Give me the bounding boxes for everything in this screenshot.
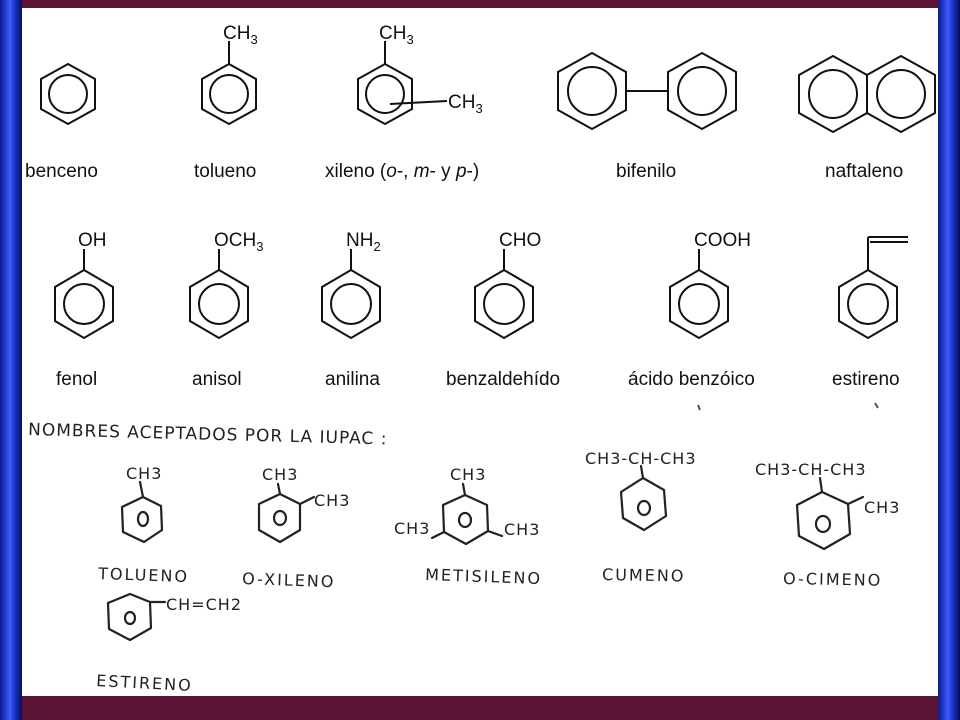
hw-toluene-group: CH3	[126, 464, 162, 483]
benzaldehyde-structure	[474, 249, 534, 340]
aniline-label: anilina	[325, 369, 380, 390]
hw-oxylene-label: O-XILENO	[242, 569, 336, 591]
aromatic-compounds-figure: benceno CH3 tolueno CH3 CH3 xileno (o-, …	[25, 23, 936, 695]
anisole-structure	[189, 249, 249, 340]
hw-styrene-structure	[106, 592, 167, 642]
toluene-structure	[201, 41, 257, 126]
hw-mesitylene-right-group: CH3	[504, 520, 540, 539]
biphenyl-label: bifenilo	[616, 161, 676, 182]
aniline-substituent: NH2	[346, 230, 381, 254]
left-blue-pillar	[0, 0, 22, 720]
hw-mesitylene-top-group: CH3	[450, 465, 486, 484]
hw-ocymene-top-group: CH3-CH-CH3	[755, 460, 867, 479]
hw-mesitylene-label: METISILENO	[425, 565, 542, 588]
styrene-structure	[838, 236, 908, 340]
naphthalene-structure	[798, 54, 936, 134]
naphthalene-label: naftaleno	[825, 161, 903, 182]
phenol-label: fenol	[56, 369, 97, 390]
aniline-structure	[321, 249, 381, 340]
hw-mesitylene-left-group: CH3	[394, 519, 430, 538]
benzaldehyde-substituent: CHO	[499, 230, 541, 251]
right-blue-pillar	[938, 0, 960, 720]
hw-oxylene-structure	[257, 482, 316, 544]
phenol-structure	[54, 249, 114, 340]
benzene-structure	[40, 62, 96, 126]
biphenyl-structure	[557, 51, 737, 131]
styrene-label: estireno	[832, 369, 900, 390]
benzoic-acid-substituent: COOH	[694, 230, 751, 251]
hw-oxylene-side-group: CH3	[314, 491, 350, 510]
anisole-label: anisol	[192, 369, 242, 390]
toluene-substituent: CH3	[223, 23, 258, 47]
hw-ocymene-label: O-CIMENO	[783, 569, 883, 590]
hw-cumene-structure	[619, 464, 668, 532]
slide-content: benceno CH3 tolueno CH3 CH3 xileno (o-, …	[22, 8, 938, 696]
hw-cumene-group: CH3-CH-CH3	[585, 449, 697, 468]
hw-toluene-label: TOLUENO	[97, 564, 189, 586]
benzoic-acid-structure	[669, 249, 729, 340]
phenol-substituent: OH	[78, 230, 107, 251]
hw-cumene-label: CUMENO	[602, 565, 686, 585]
hw-styrene-group: CH=CH2	[166, 595, 242, 614]
xylene-top-substituent: CH3	[379, 23, 414, 47]
hw-oxylene-top-group: CH3	[262, 465, 298, 484]
handwritten-heading: NOMBRES ACEPTADOS POR LA IUPAC :	[28, 420, 388, 449]
hw-styrene-label: ESTIRENO	[96, 671, 193, 695]
xylene-side-substituent: CH3	[448, 92, 483, 116]
hw-mesitylene-structure	[430, 482, 504, 546]
hw-toluene-structure	[120, 480, 164, 544]
hw-ocymene-structure	[795, 476, 865, 551]
xylene-structure	[357, 41, 448, 126]
anisole-substituent: OCH3	[214, 230, 263, 254]
hw-ocymene-side-group: CH3	[864, 498, 900, 517]
xylene-label: xileno (o-, m- y p-)	[325, 161, 479, 182]
benzene-label: benceno	[25, 161, 98, 182]
toluene-label: tolueno	[194, 161, 256, 182]
benzoic-acid-label: ácido benzóico	[628, 369, 755, 390]
benzaldehyde-label: benzaldehído	[446, 369, 560, 390]
